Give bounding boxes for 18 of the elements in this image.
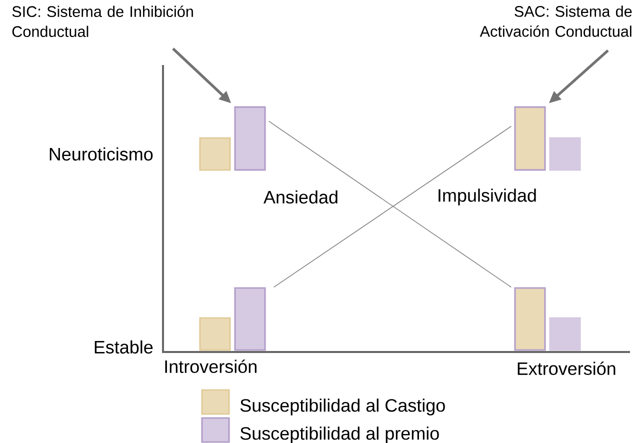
axis-label: Extroversión bbox=[518, 362, 616, 376]
bar bbox=[514, 287, 546, 351]
axis-label: Ansiedad bbox=[264, 190, 338, 204]
legend-text: Susceptibilidad al premio bbox=[240, 426, 439, 443]
bar bbox=[234, 106, 266, 171]
axis-label: Neuroticismo bbox=[50, 147, 153, 161]
axis-label: Estable bbox=[94, 340, 153, 354]
bar bbox=[514, 106, 546, 171]
bar bbox=[549, 317, 581, 351]
bar bbox=[199, 317, 231, 351]
callout-text: SIC: Sistema de Inhibición Conductual bbox=[12, 6, 193, 38]
axis-label: Introversión bbox=[165, 360, 256, 373]
axis-label: Impulsividad bbox=[438, 188, 536, 206]
callout-text: SAC: Sistema de Activación Conductual bbox=[480, 6, 632, 37]
bar bbox=[199, 137, 231, 171]
bar bbox=[234, 287, 266, 351]
bar bbox=[549, 137, 581, 171]
legend-text: Susceptibilidad al Castigo bbox=[240, 398, 445, 416]
